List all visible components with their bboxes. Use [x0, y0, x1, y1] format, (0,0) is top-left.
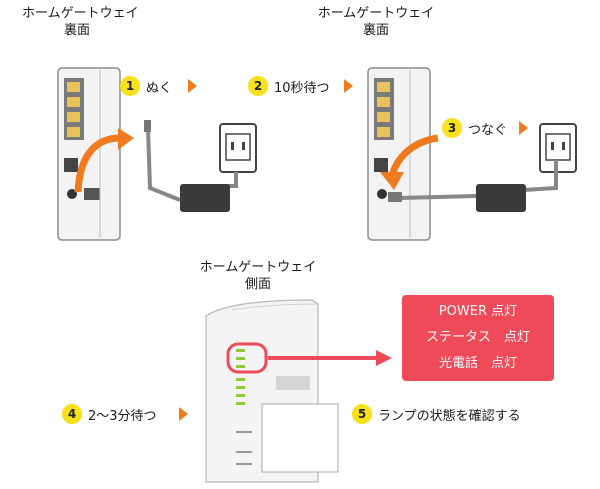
status-phone: 光電話 点灯 — [438, 356, 517, 371]
step-4-badge: 4 — [62, 404, 82, 424]
side-panel — [261, 403, 339, 473]
gateway-back-right-label-line1: ホームゲートウェイ — [317, 6, 435, 21]
power-adapter-right — [476, 184, 526, 212]
lamp-highlight — [226, 342, 268, 374]
step-3-text: つなぐ — [468, 122, 508, 138]
step-5: 5 ランプの状態を確認する — [352, 404, 521, 424]
gateway-side-label-line2: 側面 — [244, 277, 271, 292]
step-2: 2 10秒待つ — [248, 76, 353, 96]
step-4-arrow-icon — [178, 407, 188, 421]
unplug-arrow — [74, 134, 121, 193]
step-1-text: ぬく — [146, 80, 173, 96]
step-3: 3 つなぐ — [442, 118, 529, 138]
step-5-badge: 5 — [352, 404, 372, 424]
step-2-arrow-icon — [343, 79, 353, 93]
gateway-back-right-label: ホームゲートウェイ 裏面 — [316, 5, 436, 39]
gateway-side-label-line1: ホームゲートウェイ — [199, 260, 317, 275]
gateway-side-label: ホームゲートウェイ 側面 — [198, 259, 318, 293]
power-adapter-left — [180, 184, 230, 212]
step-3-badge: 3 — [442, 118, 462, 138]
gateway-back-left-label-line2: 裏面 — [63, 23, 90, 38]
step-1-badge: 1 — [120, 76, 140, 96]
step-4-text: 2〜3分待つ — [88, 408, 157, 424]
status-box: POWER 点灯 ステータス 点灯 光電話 点灯 — [402, 295, 554, 381]
gateway-side — [205, 299, 339, 483]
gateway-back-left-label: ホームゲートウェイ 裏面 — [22, 5, 139, 39]
step-4: 4 2〜3分待つ — [62, 404, 188, 424]
step-2-badge: 2 — [248, 76, 268, 96]
step-1-arrow-icon — [188, 79, 198, 93]
status-power: POWER 点灯 — [438, 304, 518, 319]
step-1: 1 ぬく — [120, 76, 198, 96]
gateway-back-right-label-line2: 裏面 — [362, 23, 389, 38]
status-status: ステータス 点灯 — [425, 330, 530, 345]
step-3-arrow-icon — [519, 121, 529, 135]
step-5-text: ランプの状態を確認する — [378, 408, 521, 424]
step-2-text: 10秒待つ — [274, 80, 330, 96]
gateway-back-left-label-line1: ホームゲートウェイ — [22, 6, 139, 21]
gateway-back-right — [367, 67, 431, 241]
plug-arrow — [388, 134, 439, 178]
